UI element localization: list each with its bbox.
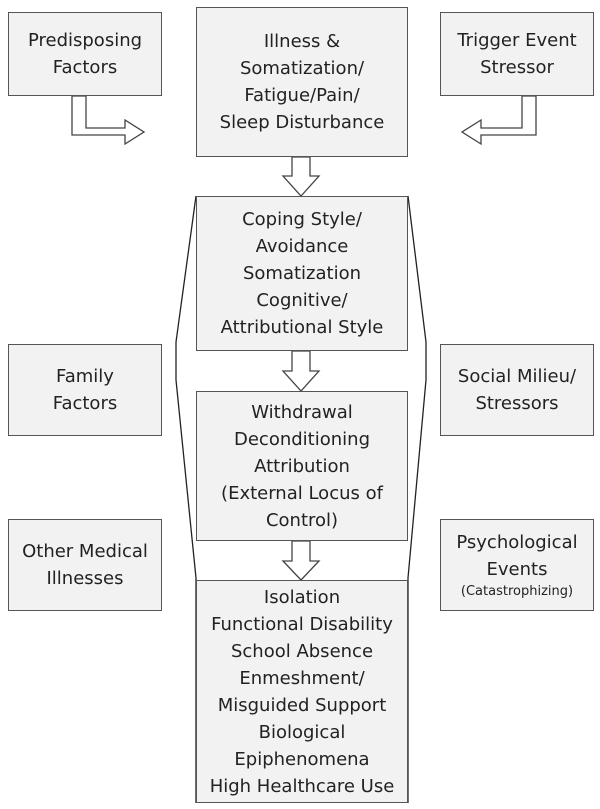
- outcomes-line-8: High Healthcare Use: [209, 775, 395, 797]
- predisposing-line-1: Predisposing: [27, 30, 143, 51]
- psychological-line-1: Psychological: [456, 532, 578, 553]
- coping-style-box: Coping Style/ Avoidance Somatization Cog…: [196, 196, 408, 351]
- arrow-predisposing-right: [71, 95, 146, 146]
- illness-line-3: Fatigue/Pain/: [244, 85, 360, 106]
- other-medical-line-1: Other Medical: [22, 541, 148, 562]
- outcomes-box: Isolation Functional Disability School A…: [196, 580, 408, 803]
- social-line-2: Stressors: [475, 393, 559, 414]
- psychological-line-3: (Catastrophizing): [460, 584, 574, 599]
- illness-line-4: Sleep Disturbance: [219, 112, 385, 133]
- outcomes-line-1: Isolation: [263, 586, 341, 608]
- trigger-event-box: Trigger Event Stressor: [440, 12, 594, 96]
- arrow-trigger-left: [460, 95, 537, 146]
- withdrawal-line-1: Withdrawal: [251, 401, 353, 423]
- social-milieu-box: Social Milieu/ Stressors: [440, 344, 594, 436]
- other-medical-line-2: Illnesses: [46, 568, 124, 589]
- arrow-down-2: [281, 350, 321, 392]
- coping-line-5: Attributional Style: [220, 317, 384, 338]
- funnel-right-line: [407, 195, 427, 803]
- coping-line-4: Cognitive/: [256, 290, 348, 311]
- family-line-1: Family: [56, 366, 114, 387]
- predisposing-factors-box: Predisposing Factors: [8, 12, 162, 96]
- outcomes-line-3: School Absence: [230, 640, 374, 662]
- illness-line-1: Illness &: [263, 31, 341, 52]
- outcomes-line-6: Biological: [258, 721, 346, 743]
- outcomes-line-7: Epiphenomena: [234, 748, 370, 770]
- withdrawal-line-5: Control): [265, 509, 339, 531]
- trigger-line-2: Stressor: [480, 57, 554, 78]
- family-factors-box: Family Factors: [8, 344, 162, 436]
- coping-line-3: Somatization: [242, 263, 362, 284]
- funnel-left-line: [175, 195, 197, 803]
- withdrawal-box: Withdrawal Deconditioning Attribution (E…: [196, 391, 408, 541]
- outcomes-line-2: Functional Disability: [211, 613, 393, 635]
- psychological-events-box: Psychological Events (Catastrophizing): [440, 519, 594, 611]
- withdrawal-line-4: (External Locus of: [221, 482, 383, 504]
- psychological-line-2: Events: [486, 559, 548, 580]
- arrow-down-1: [281, 156, 321, 197]
- outcomes-line-4: Enmeshment/: [239, 667, 365, 689]
- coping-line-2: Avoidance: [255, 236, 349, 257]
- family-line-2: Factors: [52, 393, 118, 414]
- predisposing-line-2: Factors: [52, 57, 118, 78]
- trigger-line-1: Trigger Event: [457, 30, 577, 51]
- withdrawal-line-3: Attribution: [254, 455, 350, 477]
- arrow-down-3: [281, 540, 321, 581]
- withdrawal-line-2: Deconditioning: [234, 428, 370, 450]
- illness-box: Illness & Somatization/ Fatigue/Pain/ Sl…: [196, 7, 408, 157]
- other-medical-illnesses-box: Other Medical Illnesses: [8, 519, 162, 611]
- social-line-1: Social Milieu/: [457, 366, 577, 387]
- outcomes-line-5: Misguided Support: [217, 694, 387, 716]
- illness-line-2: Somatization/: [239, 58, 365, 79]
- coping-line-1: Coping Style/: [242, 209, 362, 230]
